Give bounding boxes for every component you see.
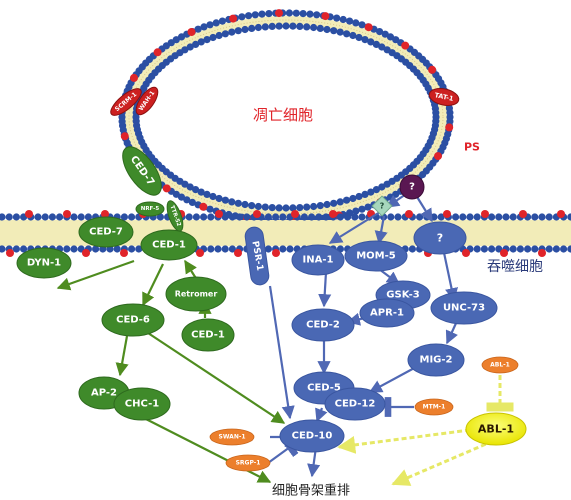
node-ced6: CED-6	[101, 303, 165, 337]
node-chc1: CHC-1	[113, 387, 171, 421]
svg-text:ABL-1: ABL-1	[478, 423, 514, 436]
node-unc73: UNC-73	[430, 291, 498, 325]
svg-text:?: ?	[437, 232, 443, 245]
node-retromer: Retromer	[165, 276, 227, 312]
svg-text:SWAN-1: SWAN-1	[219, 434, 246, 441]
svg-text:CED-2: CED-2	[306, 320, 340, 331]
svg-text:CED-6: CED-6	[116, 315, 150, 326]
node-dyn1: DYN-1	[16, 247, 72, 279]
node-mom5: MOM-5	[344, 240, 408, 272]
node-ina1: INA-1	[291, 244, 345, 276]
svg-text:ABL-1: ABL-1	[490, 362, 510, 369]
node-ced1-b: CED-1	[181, 318, 235, 352]
node-unknown-receptor: ?	[413, 221, 467, 255]
svg-text:CED-10: CED-10	[292, 431, 333, 442]
node-swan1: SWAN-1	[209, 428, 255, 446]
node-abl1-small: ABL-1	[481, 356, 519, 374]
svg-text:DYN-1: DYN-1	[27, 258, 61, 269]
svg-text:CED-5: CED-5	[307, 383, 341, 394]
node-nrf5: NRF-5	[135, 201, 165, 217]
svg-text:AP-2: AP-2	[91, 388, 117, 399]
node-ced7-left: CED-7	[78, 216, 134, 248]
engulfing-cell-label: 吞噬细胞	[487, 259, 543, 275]
node-abl1: ABL-1	[465, 412, 527, 446]
svg-text:UNC-73: UNC-73	[443, 303, 485, 314]
svg-text:TAT-1: TAT-1	[434, 91, 455, 103]
node-ced12: CED-12	[324, 387, 386, 421]
svg-text:?: ?	[380, 202, 385, 211]
svg-text:CED-7: CED-7	[89, 227, 123, 238]
node-ced2: CED-2	[291, 308, 355, 342]
apoptotic-cell-membrane	[118, 9, 454, 225]
node-tat1: TAT-1	[428, 88, 460, 106]
node-unknown-diamond: ?	[371, 195, 393, 217]
svg-text:NRF-5: NRF-5	[141, 206, 160, 212]
svg-text:?: ?	[409, 182, 415, 193]
apoptotic-cell-label: 凋亡细胞	[253, 106, 313, 124]
svg-text:CED-12: CED-12	[335, 399, 376, 410]
node-apr1: APR-1	[359, 298, 415, 328]
svg-text:Retromer: Retromer	[175, 290, 218, 299]
svg-text:CED-1: CED-1	[191, 330, 225, 341]
node-ttr52: TTR-52	[166, 200, 184, 232]
node-ced1: CED-1	[140, 229, 198, 261]
node-mtm1: MTM-1	[414, 398, 454, 416]
node-srgp1: SRGP-1	[225, 454, 271, 472]
node-ced10: CED-10	[279, 419, 345, 453]
node-wah1: WAH-1	[135, 86, 159, 116]
svg-text:CHC-1: CHC-1	[125, 399, 159, 410]
ps-label: PS	[464, 141, 480, 154]
cytoskeleton-label: 细胞骨架重排	[272, 483, 350, 499]
svg-text:APR-1: APR-1	[370, 308, 404, 319]
svg-text:INA-1: INA-1	[303, 255, 334, 266]
svg-text:GSK-3: GSK-3	[386, 290, 419, 301]
node-unknown-ligand: ?	[399, 174, 425, 200]
node-psr1: PSR-1	[244, 226, 270, 286]
node-mig2: MIG-2	[407, 343, 465, 377]
svg-text:MOM-5: MOM-5	[356, 251, 396, 262]
svg-text:MIG-2: MIG-2	[420, 355, 453, 366]
svg-text:MTM-1: MTM-1	[423, 404, 446, 411]
svg-text:CED-1: CED-1	[152, 240, 186, 251]
svg-text:SRGP-1: SRGP-1	[236, 460, 261, 467]
